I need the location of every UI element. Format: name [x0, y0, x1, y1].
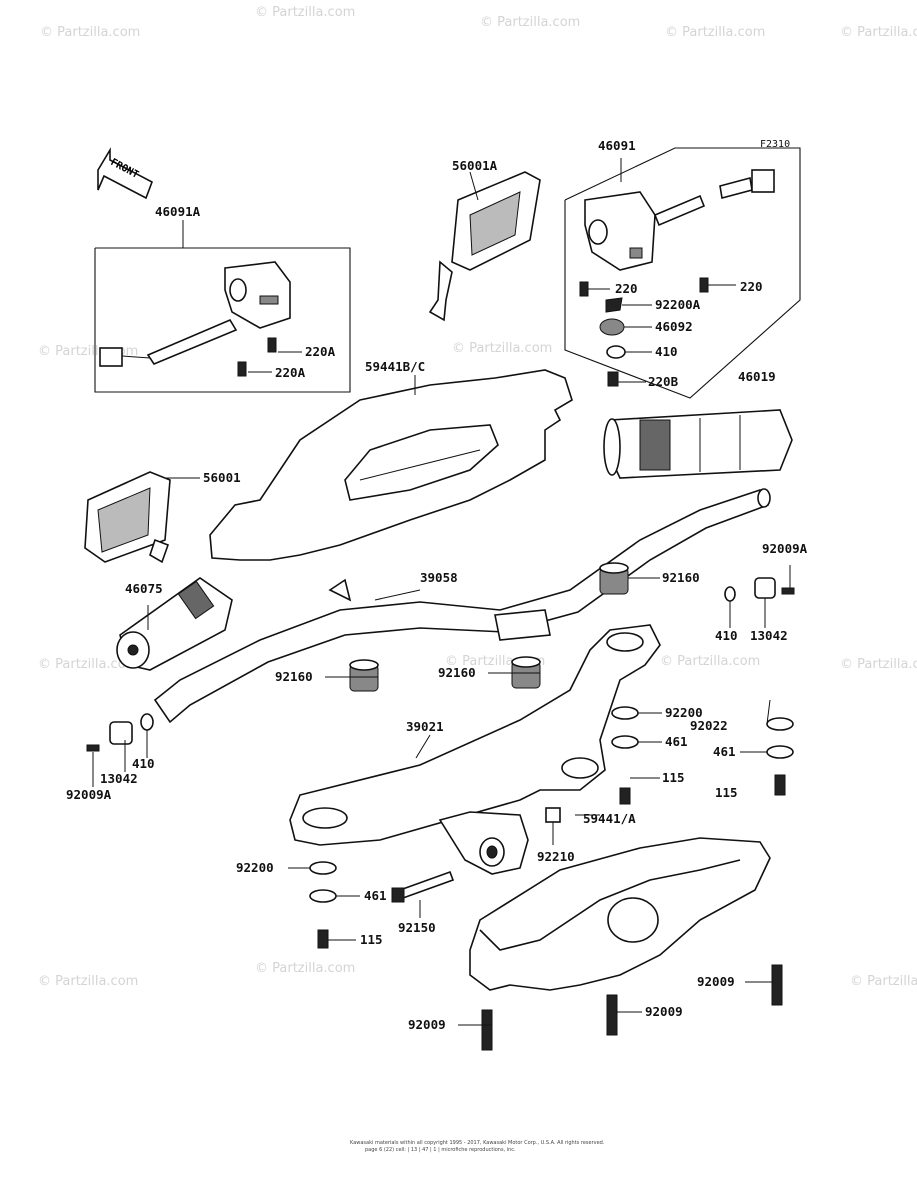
label-220: 220: [740, 279, 763, 294]
label-115: 115: [662, 770, 685, 785]
label-46091a: 46091A: [155, 204, 201, 219]
watermark: © Partzilla.com: [480, 15, 580, 30]
label-115: 115: [360, 932, 383, 947]
label-92009: 92009: [645, 1004, 683, 1019]
label-92009: 92009: [408, 1017, 446, 1032]
watermark: © Partzilla.com: [840, 657, 917, 672]
watermark: © Partzilla.com: [850, 974, 917, 989]
label-56001: 56001: [203, 470, 241, 485]
watermark: © Partzilla.com: [38, 657, 138, 672]
label-92200a: 92200A: [655, 297, 701, 312]
watermark: © Partzilla.com: [660, 654, 760, 669]
label-46091: 46091: [598, 138, 636, 153]
label-39058: 39058: [420, 570, 458, 585]
footer: Kawasaki materials within all copyright …: [350, 1140, 605, 1153]
label-92160: 92160: [275, 669, 313, 684]
leader-lines: [92, 565, 791, 1026]
watermark: © Partzilla.com: [38, 974, 138, 989]
front-arrow: FRONT: [97, 147, 153, 200]
label-92200: 92200: [236, 860, 274, 875]
mirror-left: [84, 471, 200, 564]
handlebar-cover-upper: [209, 369, 573, 561]
watermark: © Partzilla.com: [255, 961, 355, 976]
watermark: © Partzilla.com: [38, 344, 138, 359]
label-46075: 46075: [125, 581, 163, 596]
footer-copyright: Kawasaki materials within all copyright …: [350, 1140, 605, 1146]
label-410: 410: [715, 628, 738, 643]
label-39021: 39021: [406, 719, 444, 734]
label-13042: 13042: [750, 628, 788, 643]
watermark: © Partzilla.com: [40, 25, 140, 40]
label-46019: 46019: [738, 369, 776, 384]
label-56001a: 56001A: [452, 158, 498, 173]
label-220b: 220B: [648, 374, 679, 389]
watermark: © Partzilla.com: [255, 5, 355, 20]
watermark: © Partzilla.com: [452, 341, 552, 356]
label-92200: 92200: [665, 705, 703, 720]
right-switch-group: [564, 147, 801, 399]
watermark: © Partzilla.com: [840, 25, 917, 40]
label-92160: 92160: [438, 665, 476, 680]
handlebar-holder: [289, 624, 661, 875]
handlebar-cover-lower: [469, 837, 771, 991]
footer-microfiche: page 6 (22) cell: | 13 | 47 | 1 | microf…: [365, 1147, 516, 1153]
label-92009: 92009: [697, 974, 735, 989]
small-parts: [86, 562, 795, 1051]
label-13042: 13042: [100, 771, 138, 786]
label-115: 115: [715, 785, 738, 800]
diagram-id: F2310: [760, 139, 790, 150]
handlebar: [153, 488, 771, 724]
label-220a: 220A: [275, 365, 306, 380]
grip-left: [116, 577, 233, 671]
label-220: 220: [615, 281, 638, 296]
label-46092: 46092: [655, 319, 693, 334]
label-92009a: 92009A: [66, 787, 112, 802]
label-410: 410: [655, 344, 678, 359]
label-92160: 92160: [662, 570, 700, 585]
label-92210: 92210: [537, 849, 575, 864]
label-461: 461: [665, 734, 688, 749]
label-461: 461: [364, 888, 387, 903]
left-switch-group: [94, 220, 351, 393]
part-labels: 46091A 220A 220A 56001A 46091 220 220 92…: [66, 138, 808, 1032]
label-92022: 92022: [690, 718, 728, 733]
label-59441bc: 59441B/C: [365, 359, 425, 374]
label-220a: 220A: [305, 344, 336, 359]
label-461: 461: [713, 744, 736, 759]
label-59441a: 59441/A: [583, 811, 636, 826]
mirror-right: [428, 171, 541, 322]
label-410: 410: [132, 756, 155, 771]
watermarks: © Partzilla.com © Partzilla.com © Partzi…: [38, 5, 917, 989]
label-92009a: 92009A: [762, 541, 808, 556]
label-92150: 92150: [398, 920, 436, 935]
grip-right: [603, 409, 793, 479]
watermark: © Partzilla.com: [665, 25, 765, 40]
